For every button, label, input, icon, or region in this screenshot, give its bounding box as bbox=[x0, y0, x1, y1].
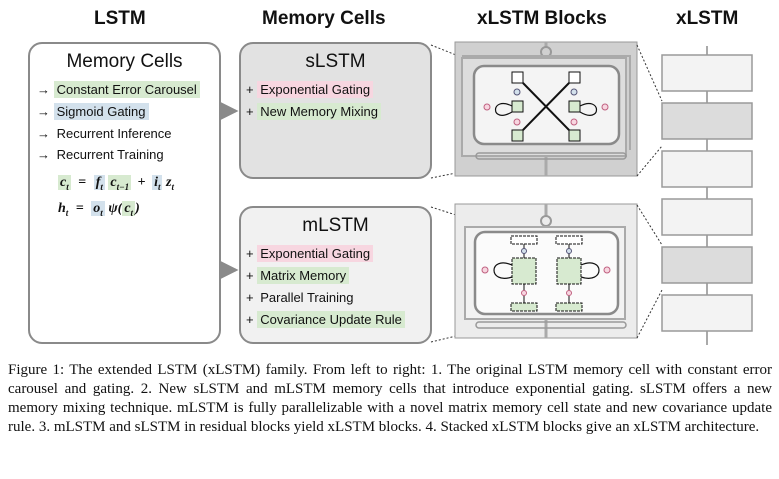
column-title-memory-cells: Memory Cells bbox=[262, 8, 386, 29]
lstm-item-constant-error-carousel: → Constant Error Carousel bbox=[37, 81, 200, 98]
mlstm-item-label: Exponential Gating bbox=[257, 245, 374, 262]
mlstm-item-matrix-memory: + Matrix Memory bbox=[246, 267, 350, 284]
lstm-panel: Memory Cells → Constant Error Carousel →… bbox=[28, 42, 221, 344]
mlstm-panel: mLSTM + Exponential Gating + Matrix Memo… bbox=[239, 206, 432, 344]
mlstm-item-label: Covariance Update Rule bbox=[257, 311, 405, 328]
xlstm-stack-block bbox=[661, 54, 753, 92]
lstm-item-recurrent-inference: → Recurrent Inference bbox=[37, 126, 175, 141]
column-title-xlstm: xLSTM bbox=[676, 8, 739, 29]
zoom-lines-stack bbox=[636, 44, 663, 339]
slstm-item-label: Exponential Gating bbox=[257, 81, 374, 98]
lstm-item-label: Sigmoid Gating bbox=[53, 103, 149, 120]
xlstm-stack-block bbox=[661, 150, 753, 188]
figure-caption: Figure 1: The extended LSTM (xLSTM) fami… bbox=[8, 362, 772, 435]
arrow-icon: → bbox=[37, 147, 50, 162]
xlstm-stack-block bbox=[661, 246, 753, 284]
lstm-panel-title: Memory Cells bbox=[66, 51, 183, 72]
slstm-panel-title: sLSTM bbox=[305, 51, 366, 72]
mlstm-item-exponential-gating: + Exponential Gating bbox=[246, 245, 374, 262]
mlstm-item-label: Parallel Training bbox=[260, 290, 354, 305]
lstm-item-recurrent-training: → Recurrent Training bbox=[37, 147, 167, 162]
xlstm-stack-block bbox=[661, 294, 753, 332]
slstm-item-label: New Memory Mixing bbox=[257, 103, 381, 120]
arrow-icon: → bbox=[37, 82, 50, 97]
lstm-item-label: Recurrent Inference bbox=[56, 126, 172, 141]
xlstm-stack bbox=[661, 46, 753, 345]
mlstm-item-parallel-training: + Parallel Training bbox=[246, 290, 356, 305]
column-title-lstm: LSTM bbox=[94, 8, 146, 29]
slstm-item-exponential-gating: + Exponential Gating bbox=[246, 81, 374, 98]
slstm-panel: sLSTM + Exponential Gating + New Memory … bbox=[239, 42, 432, 179]
lstm-item-sigmoid-gating: → Sigmoid Gating bbox=[37, 103, 149, 120]
arrow-icon: → bbox=[37, 104, 50, 119]
mlstm-panel-title: mLSTM bbox=[302, 215, 369, 236]
mlstm-block-diagram bbox=[454, 203, 638, 339]
equation-hidden-state: ht = ot ψ(ct) bbox=[58, 201, 140, 218]
zoom-lines-slstm bbox=[430, 44, 457, 179]
mlstm-item-label: Matrix Memory bbox=[257, 267, 350, 284]
mlstm-item-covariance-update-rule: + Covariance Update Rule bbox=[246, 311, 405, 328]
zoom-lines-mlstm bbox=[430, 206, 457, 343]
xlstm-stack-block bbox=[661, 198, 753, 236]
arrow-icon: → bbox=[37, 126, 50, 141]
lstm-item-label: Constant Error Carousel bbox=[53, 81, 200, 98]
lstm-item-label: Recurrent Training bbox=[56, 147, 164, 162]
slstm-item-new-memory-mixing: + New Memory Mixing bbox=[246, 103, 381, 120]
xlstm-stack-block bbox=[661, 102, 753, 140]
slstm-block-diagram bbox=[454, 41, 638, 177]
column-title-xlstm-blocks: xLSTM Blocks bbox=[477, 8, 607, 29]
equation-cell-state: ct = ft ct−1 + it zt bbox=[58, 175, 174, 192]
